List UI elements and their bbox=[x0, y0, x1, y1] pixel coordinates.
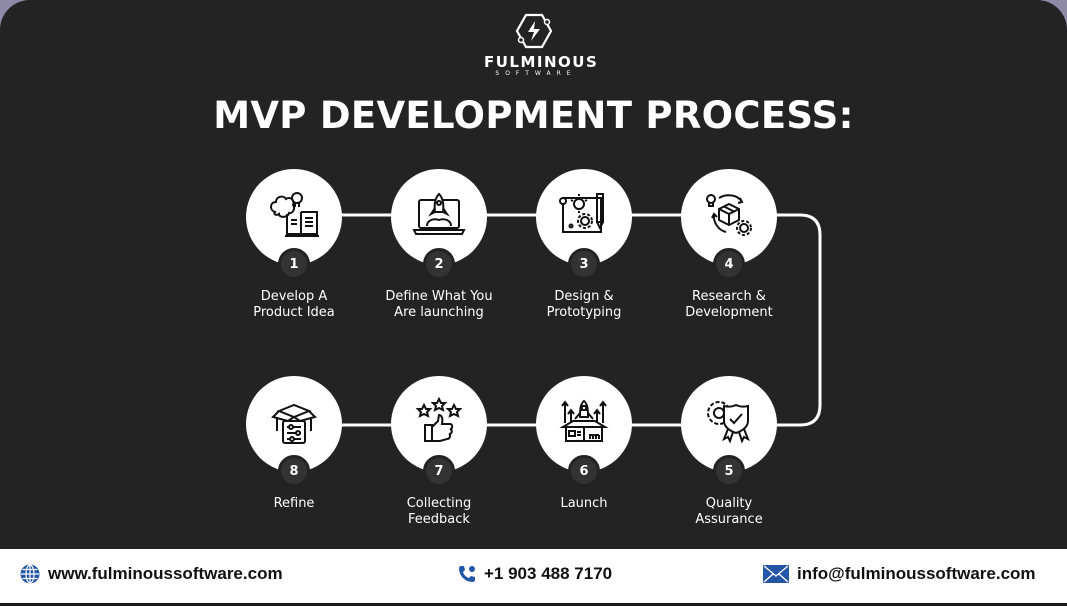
brand-tagline: SOFTWARE bbox=[495, 70, 577, 77]
gear-shield-badge-icon bbox=[707, 401, 750, 444]
phone-text: +1 903 488 7170 bbox=[484, 564, 613, 583]
step-label: Launch bbox=[560, 496, 608, 511]
step-number-badge: 5 bbox=[713, 455, 745, 487]
box-rocket-arrows-icon bbox=[559, 399, 609, 442]
box-sliders-icon bbox=[271, 403, 317, 444]
envelope-icon bbox=[763, 565, 789, 583]
step-number-badge: 7 bbox=[423, 455, 455, 487]
step-label: Develop A Product Idea bbox=[253, 289, 335, 320]
step-circle bbox=[391, 376, 487, 472]
phone-link[interactable]: +1 903 488 7170 bbox=[458, 564, 612, 584]
step-label: Refine bbox=[273, 496, 315, 511]
footer-bottom-strip bbox=[0, 603, 1067, 606]
brand-name: FULMINOUS bbox=[484, 53, 599, 71]
step-label: Define What You Are launching bbox=[385, 289, 493, 320]
step-label: Design & Prototyping bbox=[546, 289, 622, 320]
step-number-badge: 2 bbox=[423, 248, 455, 280]
email-link[interactable]: info@fulminoussoftware.com bbox=[763, 564, 1036, 584]
step-number-badge: 8 bbox=[278, 455, 310, 487]
step-circle bbox=[536, 376, 632, 472]
box-cycle-gear-icon bbox=[706, 194, 752, 236]
contact-footer: www.fulminoussoftware.com +1 903 488 717… bbox=[0, 549, 1067, 603]
phone-icon bbox=[459, 566, 475, 582]
website-text: www.fulminoussoftware.com bbox=[48, 564, 283, 583]
stars-thumbs-up-icon bbox=[415, 397, 463, 442]
laptop-rocket-icon bbox=[412, 192, 466, 235]
step-label: Collecting Feedback bbox=[406, 496, 472, 527]
website-link[interactable]: www.fulminoussoftware.com bbox=[20, 564, 283, 584]
step-number-badge: 1 bbox=[278, 248, 310, 280]
hexagon-lightning-icon bbox=[515, 13, 553, 49]
step-number-badge: 6 bbox=[568, 455, 600, 487]
step-number-badge: 3 bbox=[568, 248, 600, 280]
page-title: MVP DEVELOPMENT PROCESS: bbox=[213, 94, 854, 137]
brain-book-bulb-icon bbox=[270, 192, 319, 237]
email-text: info@fulminoussoftware.com bbox=[797, 564, 1036, 583]
step-label: Quality Assurance bbox=[695, 496, 763, 527]
globe-icon bbox=[20, 564, 40, 584]
step-label: Research & Development bbox=[685, 289, 773, 320]
step-number-badge: 4 bbox=[713, 248, 745, 280]
blueprint-pencil-icon bbox=[559, 193, 604, 233]
brand-logo: FULMINOUS SOFTWARE bbox=[484, 12, 599, 82]
step-circle bbox=[246, 169, 342, 265]
